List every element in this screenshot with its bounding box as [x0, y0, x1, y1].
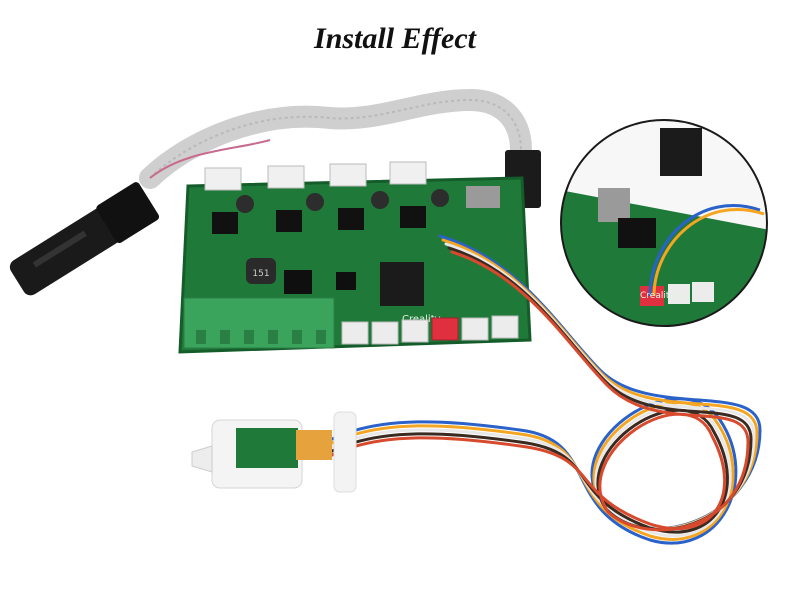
page-title: Install Effect [314, 22, 476, 55]
usb-stick-icon [9, 182, 160, 296]
zoom-brand-label: Creality3D [640, 291, 687, 301]
magnifier-circle-icon: Creality3D [560, 119, 768, 327]
inductor-label: 151 [252, 269, 269, 279]
pcb-board-icon: 151 Creality [178, 161, 532, 354]
sensor-cable [328, 234, 762, 545]
bltouch-sensor-icon [191, 411, 357, 493]
